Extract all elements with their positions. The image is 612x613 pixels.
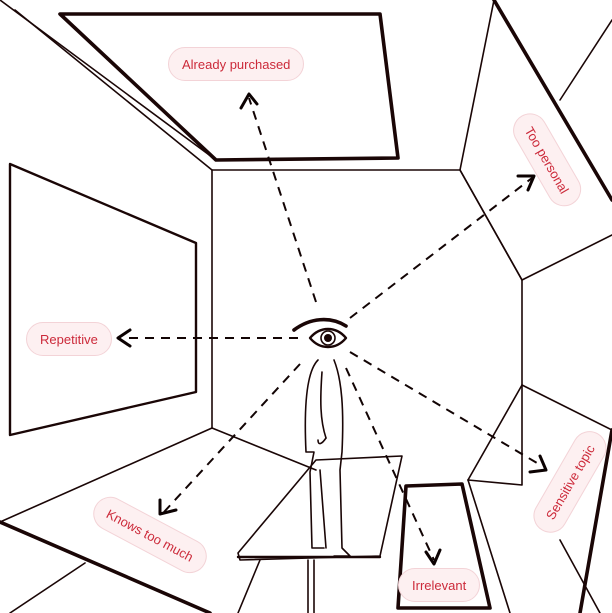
arrow-down-right-icon <box>528 454 548 474</box>
ray-too-personal <box>349 177 533 319</box>
floor-right-panel <box>396 479 511 613</box>
back-wall <box>211 169 523 486</box>
ray-sensitive-topic <box>349 351 543 467</box>
label-irrelevant: Irrelevant <box>398 568 481 602</box>
arrow-down-icon <box>424 548 442 566</box>
floor-left-panel <box>0 427 213 613</box>
arrow-left-icon <box>116 328 132 348</box>
right-lower-panel <box>467 384 612 613</box>
eye-icon <box>292 317 348 349</box>
label-already-purchased: Already purchased <box>168 47 305 81</box>
table <box>236 455 403 613</box>
arrow-up-icon <box>239 92 259 110</box>
label-repetitive: Repetitive <box>26 322 112 356</box>
ray-knows-too-much <box>163 363 301 513</box>
ceiling-panel <box>0 0 400 171</box>
right-upper-panel <box>459 0 612 281</box>
ray-irrelevant <box>345 367 435 561</box>
arrow-down-left-icon <box>158 498 178 516</box>
arrow-up-right-icon <box>516 174 536 192</box>
arrowheads <box>116 92 548 566</box>
standing-figure <box>304 359 351 557</box>
dashed-rays <box>124 97 543 561</box>
ray-already-purchased <box>248 97 317 303</box>
left-wall-panel <box>8 162 198 437</box>
